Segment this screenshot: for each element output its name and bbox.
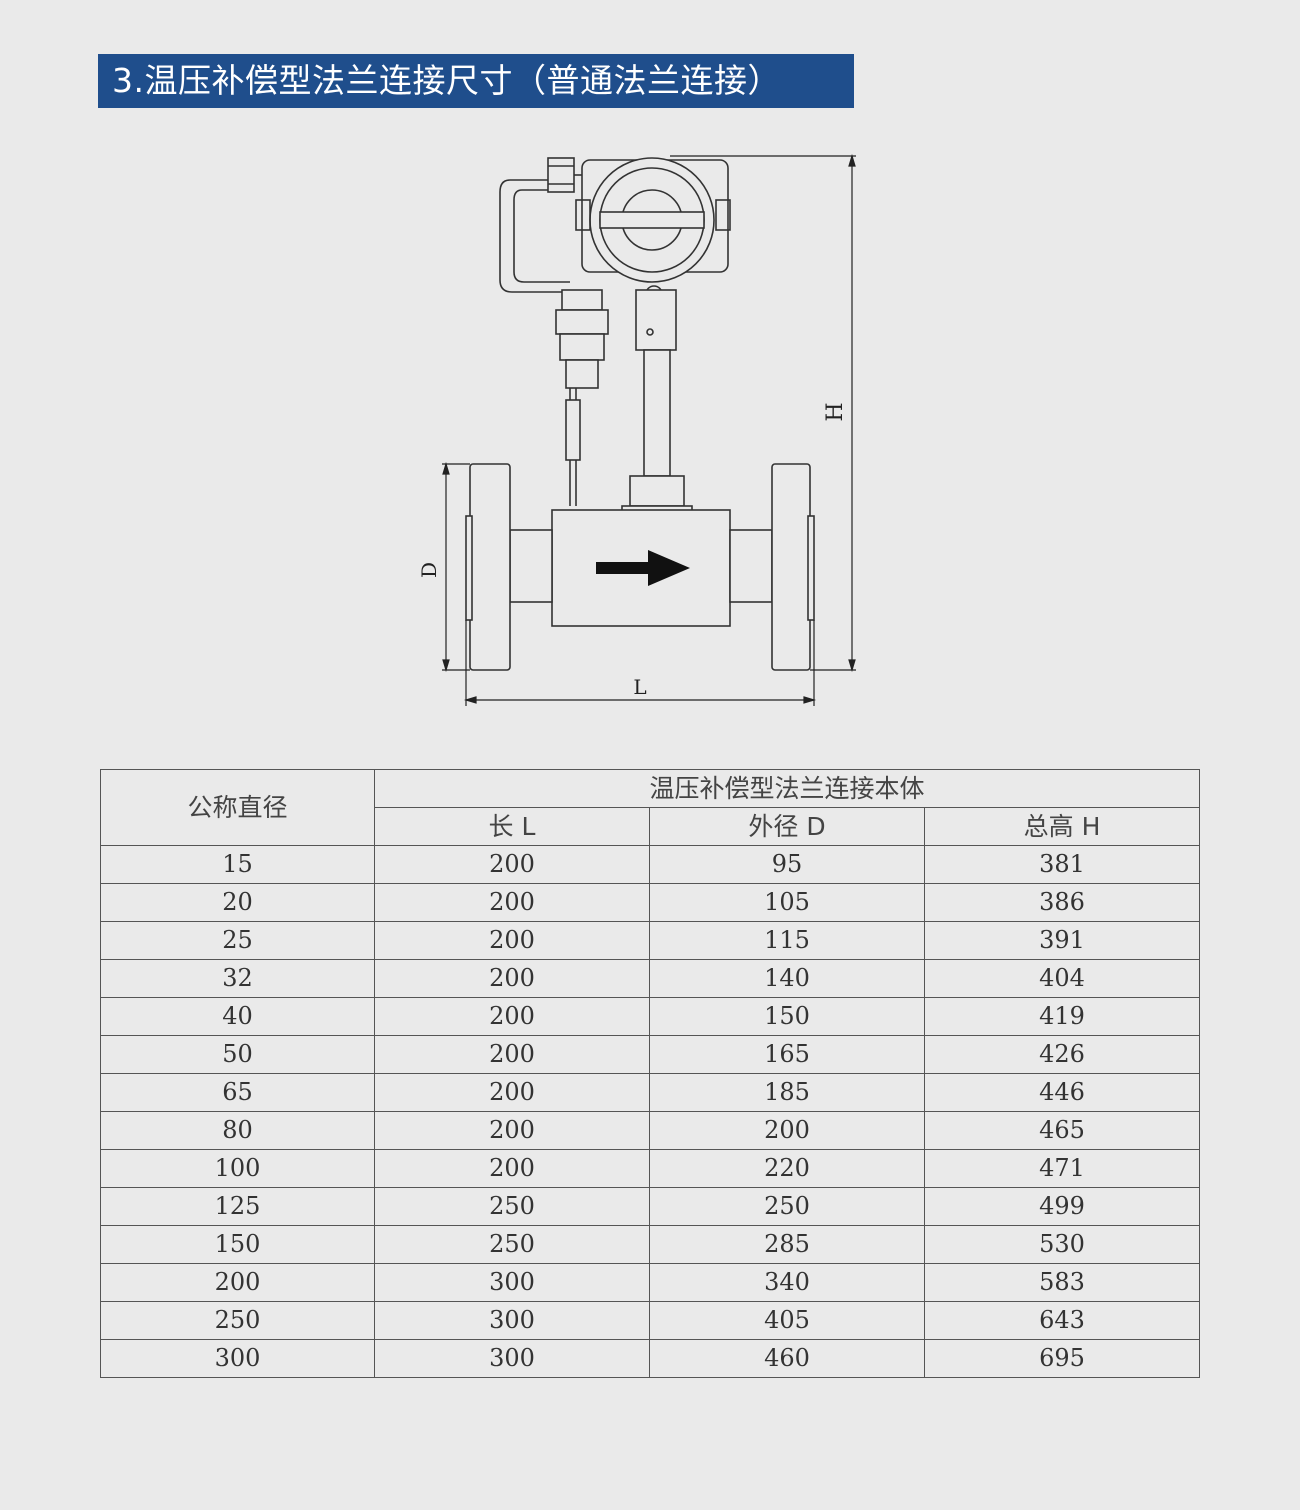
- dimension-label-h: H: [823, 402, 848, 421]
- table-header-row: 公称直径 温压补偿型法兰连接本体: [100, 769, 1201, 846]
- header-body-group: 温压补偿型法兰连接本体: [373, 769, 1201, 808]
- dimension-label-d: D: [417, 562, 441, 578]
- cell-length: 200: [374, 1111, 650, 1150]
- cell-height: 695: [923, 1339, 1201, 1378]
- cell-nominal: 125: [100, 1187, 375, 1226]
- cell-height: 499: [923, 1187, 1201, 1226]
- flowmeter-dimension-diagram: H D L: [417, 153, 856, 706]
- cell-height: 446: [923, 1073, 1201, 1112]
- cell-length: 250: [374, 1187, 650, 1226]
- cell-outer: 405: [649, 1301, 925, 1340]
- cell-outer: 115: [649, 921, 925, 960]
- dimension-label-l: L: [633, 675, 646, 699]
- section-title: 3.温压补偿型法兰连接尺寸（普通法兰连接）: [98, 54, 854, 108]
- cell-nominal: 80: [100, 1111, 375, 1150]
- cell-height: 391: [923, 921, 1201, 960]
- cell-height: 583: [923, 1263, 1201, 1302]
- cell-nominal: 65: [100, 1073, 375, 1112]
- cell-height: 386: [923, 883, 1201, 922]
- cell-nominal: 200: [100, 1263, 375, 1302]
- cell-height: 465: [923, 1111, 1201, 1150]
- cell-outer: 185: [649, 1073, 925, 1112]
- cell-height: 471: [923, 1149, 1201, 1188]
- cell-length: 200: [374, 1149, 650, 1188]
- cell-length: 200: [374, 1035, 650, 1074]
- cell-nominal: 250: [100, 1301, 375, 1340]
- cell-length: 200: [374, 959, 650, 998]
- cell-height: 530: [923, 1225, 1201, 1264]
- cell-outer: 220: [649, 1149, 925, 1188]
- cell-length: 200: [374, 921, 650, 960]
- cell-nominal: 25: [100, 921, 375, 960]
- cell-outer: 105: [649, 883, 925, 922]
- cell-length: 200: [374, 1073, 650, 1112]
- cell-length: 300: [374, 1263, 650, 1302]
- header-nominal-diameter: 公称直径: [100, 769, 375, 846]
- cell-outer: 285: [649, 1225, 925, 1264]
- cell-length: 200: [374, 997, 650, 1036]
- cell-nominal: 32: [100, 959, 375, 998]
- cell-nominal: 300: [100, 1339, 375, 1378]
- cell-outer: 95: [649, 845, 925, 884]
- cell-length: 300: [374, 1339, 650, 1378]
- cell-nominal: 50: [100, 1035, 375, 1074]
- table-subheader-row: 长 L 外径 D 总高 H: [101, 807, 1201, 846]
- cell-length: 250: [374, 1225, 650, 1264]
- header-total-height: 总高 H: [923, 807, 1201, 846]
- cell-length: 200: [374, 845, 650, 884]
- cell-nominal: 40: [100, 997, 375, 1036]
- cell-outer: 250: [649, 1187, 925, 1226]
- cell-length: 300: [374, 1301, 650, 1340]
- cell-height: 426: [923, 1035, 1201, 1074]
- cell-outer: 165: [649, 1035, 925, 1074]
- cell-height: 381: [923, 845, 1201, 884]
- cell-height: 404: [923, 959, 1201, 998]
- cell-outer: 200: [649, 1111, 925, 1150]
- cell-outer: 150: [649, 997, 925, 1036]
- cell-nominal: 20: [100, 883, 375, 922]
- cell-length: 200: [374, 883, 650, 922]
- cell-height: 643: [923, 1301, 1201, 1340]
- header-outer-diameter: 外径 D: [649, 807, 925, 846]
- cell-nominal: 100: [100, 1149, 375, 1188]
- cell-outer: 140: [649, 959, 925, 998]
- cell-outer: 460: [649, 1339, 925, 1378]
- header-length: 长 L: [374, 807, 650, 846]
- cell-nominal: 15: [100, 845, 375, 884]
- cell-nominal: 150: [100, 1225, 375, 1264]
- cell-height: 419: [923, 997, 1201, 1036]
- cell-outer: 340: [649, 1263, 925, 1302]
